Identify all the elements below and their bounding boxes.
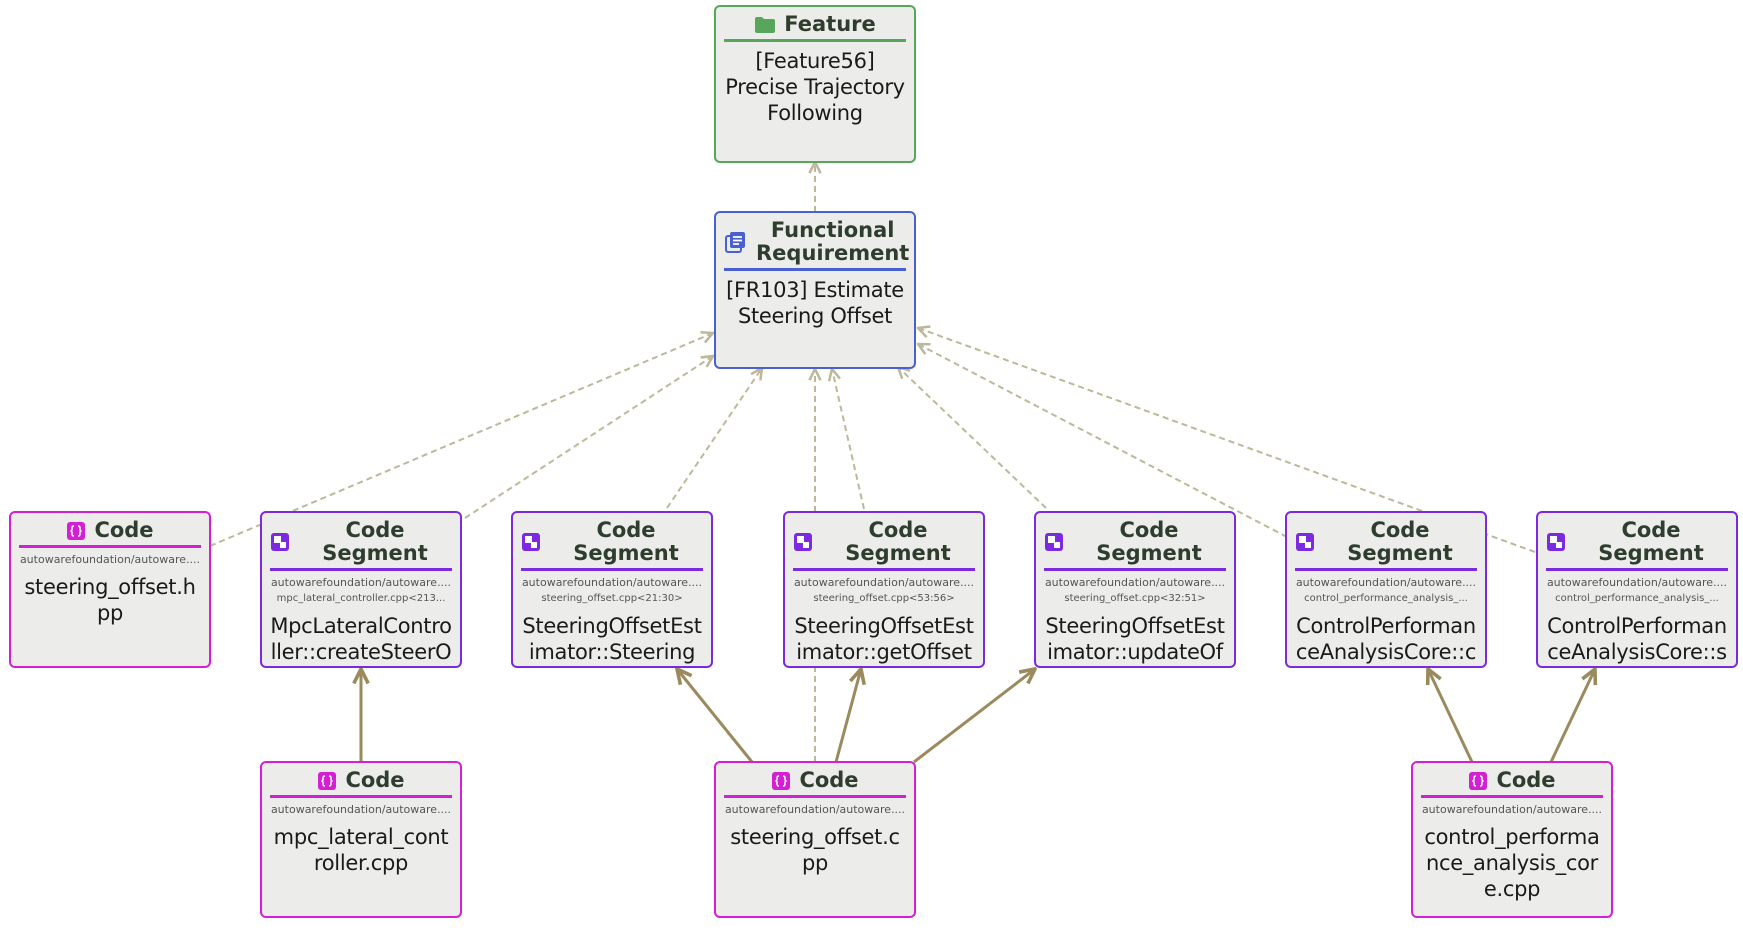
fr-kind-label: Functional Requirement: [756, 218, 910, 266]
code-segment-node-mpc-create[interactable]: Code Segment autowarefoundation/autoware…: [260, 511, 462, 668]
code-segment-node-calculate-driving-vars[interactable]: Code Segment autowarefoundation/autoware…: [1285, 511, 1487, 668]
code-braces-icon: [1469, 771, 1488, 790]
code-header: Code: [1421, 768, 1603, 799]
code-segment-node-update-offset[interactable]: Code Segment autowarefoundation/autoware…: [1034, 511, 1236, 668]
code-braces-icon: [67, 521, 86, 540]
repo-path: autowarefoundation/autoware....: [270, 803, 452, 817]
edge-seg-cpa1-to-fr: [918, 344, 1288, 538]
code-segment-kind-label: Code Segment: [845, 518, 951, 566]
feature-title: [Feature56] Precise Trajectory Following: [725, 49, 905, 126]
code-kind-label: Code: [1496, 768, 1556, 792]
code-segment-node-set-steering-status[interactable]: Code Segment autowarefoundation/autoware…: [1536, 511, 1738, 668]
code-segment-icon: [1296, 533, 1314, 552]
code-kind-label: Code: [94, 518, 154, 542]
edge-seg-update-to-fr: [898, 367, 1047, 509]
file-range: steering_offset.cpp<53:56>: [813, 593, 955, 605]
edge-seg-ctor-to-fr: [666, 368, 762, 509]
code-title: control_performance_analysis_core.cpp: [1424, 825, 1600, 902]
code-node-control-performance-analysis-core-cpp[interactable]: Code autowarefoundation/autoware.... con…: [1411, 761, 1613, 918]
edge-code-hpp-to-fr: [209, 333, 713, 547]
code-segment-icon: [794, 533, 812, 552]
edge-code-cpa-contains-seg-cpa1: [1428, 669, 1474, 763]
code-segment-header: Code Segment: [1044, 518, 1226, 572]
file-range: steering_offset.cpp<32:51>: [1064, 593, 1206, 605]
code-node-steering-offset-cpp[interactable]: Code autowarefoundation/autoware.... ste…: [714, 761, 916, 918]
code-node-mpc-lateral-controller-cpp[interactable]: Code autowarefoundation/autoware.... mpc…: [260, 761, 462, 918]
code-segment-kind-label: Code Segment: [1598, 518, 1704, 566]
file-range: steering_offset.cpp<21:30>: [541, 593, 683, 605]
code-segment-header: Code Segment: [1546, 518, 1728, 572]
edge-code-cpa-contains-seg-cpa2: [1549, 669, 1595, 763]
code-segment-title: ControlPerformanceAnalysisCore::calculat…: [1295, 614, 1477, 665]
edge-code-cpp-contains-seg-update: [913, 669, 1035, 764]
code-segment-icon: [1045, 533, 1063, 552]
fr-title: [FR103] Estimate Steering Offset: [726, 278, 904, 329]
code-segment-header: Code Segment: [270, 518, 452, 572]
feature-node[interactable]: Feature [Feature56] Precise Trajectory F…: [714, 5, 916, 163]
code-segment-icon: [271, 533, 289, 552]
code-segment-icon: [522, 533, 540, 552]
code-segment-title: SteeringOffsetEstimator::updateOffset: [1045, 614, 1225, 665]
edge-code-cpp-contains-seg-get: [834, 669, 861, 763]
code-node-steering-offset-hpp[interactable]: Code autowarefoundation/autoware.... ste…: [9, 511, 211, 668]
code-segment-header: Code Segment: [793, 518, 975, 572]
repo-path: autowarefoundation/autoware....: [724, 803, 906, 817]
repo-path: autowarefoundation/autoware....: [1295, 576, 1477, 590]
repo-path: autowarefoundation/autoware....: [1421, 803, 1603, 817]
code-segment-kind-label: Code Segment: [573, 518, 679, 566]
edge-seg-get-to-fr: [832, 369, 865, 510]
code-title: steering_offset.cpp: [730, 825, 900, 876]
code-kind-label: Code: [799, 768, 859, 792]
code-segment-kind-label: Code Segment: [322, 518, 428, 566]
repo-path: autowarefoundation/autoware....: [270, 576, 452, 590]
code-segment-title: SteeringOffsetEstimator::SteeringOffsetE…: [522, 614, 702, 665]
code-segment-icon: [1547, 533, 1565, 552]
code-kind-label: Code: [345, 768, 405, 792]
code-segment-header: Code Segment: [1295, 518, 1477, 572]
code-title: mpc_lateral_controller.cpp: [273, 825, 449, 876]
edge-seg-mpc-to-fr: [464, 356, 713, 519]
repo-path: autowarefoundation/autoware....: [1546, 576, 1728, 590]
repo-path: autowarefoundation/autoware....: [19, 553, 201, 567]
code-segment-kind-label: Code Segment: [1347, 518, 1453, 566]
code-title: steering_offset.hpp: [24, 575, 196, 626]
code-segment-node-get-offset[interactable]: Code Segment autowarefoundation/autoware…: [783, 511, 985, 668]
code-braces-icon: [772, 771, 791, 790]
code-header: Code: [19, 518, 201, 549]
code-header: Code: [724, 768, 906, 799]
edge-code-cpp-contains-seg-ctor: [677, 669, 754, 763]
repo-path: autowarefoundation/autoware....: [1044, 576, 1226, 590]
code-segment-header: Code Segment: [521, 518, 703, 572]
code-header: Code: [270, 768, 452, 799]
feature-kind-label: Feature: [784, 12, 876, 36]
code-segment-title: MpcLateralController::createSteerOffsetE…: [270, 614, 452, 665]
code-segment-node-estimator-ctor[interactable]: Code Segment autowarefoundation/autoware…: [511, 511, 713, 668]
file-range: mpc_lateral_controller.cpp<213...: [276, 593, 446, 605]
code-braces-icon: [318, 771, 337, 790]
code-segment-title: SteeringOffsetEstimator::getOffset: [794, 614, 974, 665]
repo-path: autowarefoundation/autoware....: [521, 576, 703, 590]
feature-header: Feature: [724, 12, 906, 43]
file-range: control_performance_analysis_...: [1304, 593, 1468, 605]
folder-icon: [755, 16, 776, 33]
functional-requirement-node[interactable]: Functional Requirement [FR103] Estimate …: [714, 211, 916, 369]
code-segment-title: ControlPerformanceAnalysisCore::setSteer…: [1547, 614, 1727, 665]
document-list-icon: [725, 232, 745, 254]
repo-path: autowarefoundation/autoware....: [793, 576, 975, 590]
fr-header: Functional Requirement: [724, 218, 910, 272]
file-range: control_performance_analysis_...: [1555, 593, 1719, 605]
code-segment-kind-label: Code Segment: [1096, 518, 1202, 566]
